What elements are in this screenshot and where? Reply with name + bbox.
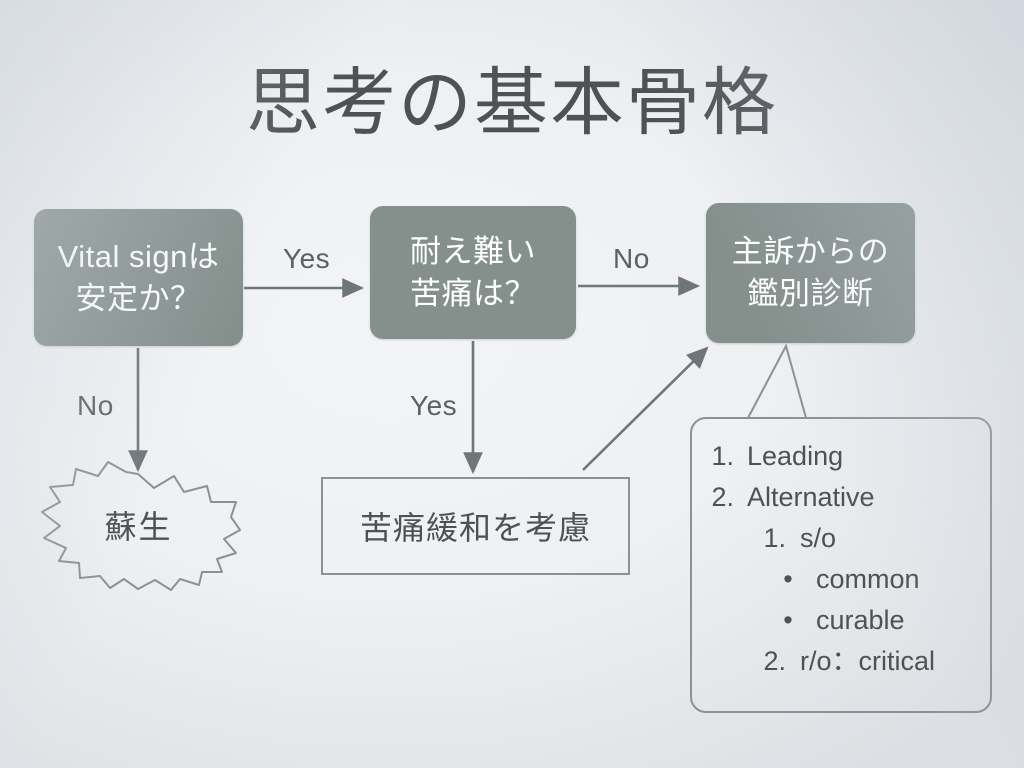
node-resuscitation[interactable]: 蘇生 (36, 492, 241, 558)
node-severe-pain[interactable]: 耐え難い 苦痛は？ (370, 206, 576, 339)
node-palliative-care[interactable]: 苦痛緩和を考慮 (321, 477, 630, 575)
node-differential-diagnosis[interactable]: 主訴からの 鑑別診断 (706, 203, 915, 343)
edge-label-vital-to-pain: Yes (283, 243, 331, 274)
list-item: 1. Leading (700, 436, 992, 477)
list-item-text: Alternative (747, 482, 875, 513)
starburst-shape (41, 461, 241, 591)
page-title: 思考の基本骨格 (246, 61, 778, 144)
list-item-text: r/o：critical (800, 646, 936, 677)
node-ddx-line1: 主訴からの (731, 234, 890, 270)
callout-box (690, 417, 992, 713)
list-item: • curable (776, 600, 992, 641)
edge-label-pain-to-palliative: Yes (410, 390, 458, 421)
node-vital-sign-line2: 安定か？ (75, 280, 202, 316)
bullet-icon: • (783, 564, 793, 595)
bullet-icon: • (783, 605, 793, 636)
list-item: 2. Alternative (700, 477, 992, 518)
callout-tail (747, 343, 807, 419)
node-vital-sign[interactable]: Vital signは 安定か？ (34, 209, 243, 346)
list-item: 1. s/o (756, 518, 992, 559)
list-item-marker: 2. (711, 482, 734, 513)
node-vital-sign-line1: Vital signは (57, 238, 220, 274)
list-item-marker: 2. (763, 646, 786, 677)
edge-label-pain-to-ddx: No (613, 243, 650, 274)
node-resuscitation-label: 蘇生 (104, 509, 173, 545)
node-ddx-line2: 鑑別診断 (747, 276, 874, 311)
list-item-text: s/o (800, 523, 837, 554)
list-item-marker: 1. (763, 523, 786, 554)
list-item-text: curable (816, 605, 905, 636)
node-palliative-care-label: 苦痛緩和を考慮 (359, 510, 591, 546)
list-item: • common (776, 559, 992, 600)
list-item: 2. r/o：critical (756, 641, 992, 682)
list-item-text: Leading (747, 441, 844, 471)
node-severe-pain-line1: 耐え難い (410, 233, 536, 269)
node-severe-pain-line2: 苦痛は？ (410, 275, 536, 311)
edge-label-vital-to-resuscitation: No (77, 390, 114, 421)
list-item-text: common (816, 564, 920, 595)
arrow-palliative-to-ddx (582, 346, 709, 471)
callout-list: 1. Leading 2. Alternative 1. s/o • commo… (696, 436, 992, 682)
list-item-marker: 1. (711, 441, 734, 471)
